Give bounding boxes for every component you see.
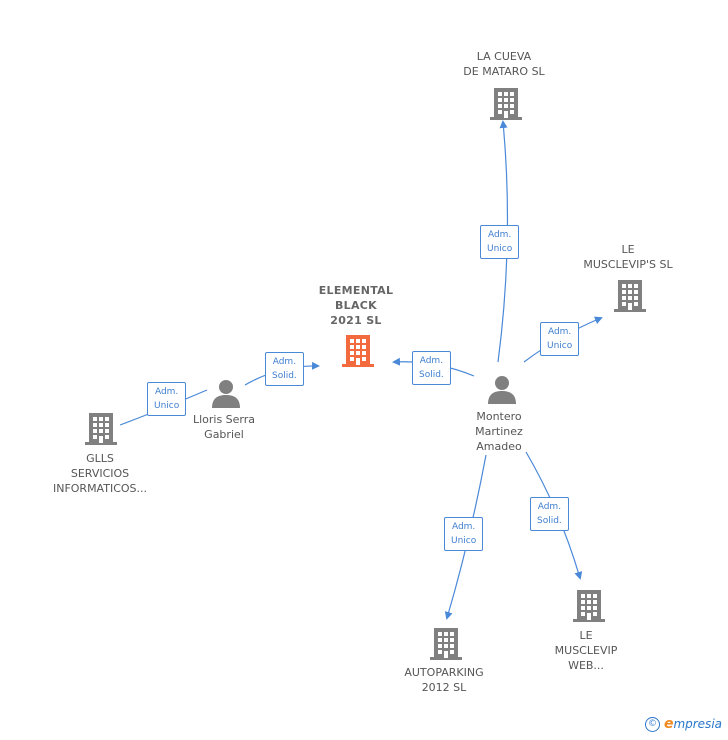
montero-label[interactable]: Montero Martinez Amadeo	[475, 410, 523, 453]
copyright-icon: ©	[644, 716, 660, 732]
edge-label-montero-elemental[interactable]: Adm. Solid.	[412, 351, 451, 385]
empresia-brand[interactable]: © empresia	[644, 716, 722, 732]
edge-label-lloris-glls[interactable]: Adm. Unico	[147, 382, 187, 416]
lloris-person-icon[interactable]	[212, 380, 240, 408]
glls-label[interactable]: GLLS SERVICIOS INFORMATICOS...	[52, 452, 148, 495]
le-musclevips-label[interactable]: LE MUSCLEVIP'S SL	[583, 243, 673, 271]
le-musclevips-building-icon[interactable]	[614, 280, 646, 312]
montero-person-icon[interactable]	[488, 376, 516, 404]
brand-logo: empresia	[663, 716, 722, 732]
edges	[119, 120, 603, 620]
elemental-label[interactable]: ELEMENTAL BLACK 2021 SL	[318, 284, 394, 327]
la-cueva-label[interactable]: LA CUEVA DE MATARO SL	[463, 50, 545, 78]
edge-label-montero-autoparking[interactable]: Adm. Unico	[444, 517, 484, 551]
le-musclevip-web-label[interactable]: LE MUSCLEVIP WEB...	[554, 629, 618, 672]
glls-building-icon[interactable]	[85, 413, 117, 445]
le-musclevip-web-building-icon[interactable]	[573, 590, 605, 622]
edge-label-lloris-elemental[interactable]: Adm. Solid.	[265, 352, 304, 386]
lloris-label[interactable]: Lloris Serra Gabriel	[192, 413, 256, 441]
elemental-building-icon[interactable]	[342, 335, 374, 367]
edge-label-montero-lacueva[interactable]: Adm. Unico	[480, 225, 520, 259]
edge-label-montero-lemusclevips[interactable]: Adm. Unico	[540, 322, 580, 356]
la-cueva-building-icon[interactable]	[490, 88, 522, 120]
edge-label-montero-lemusclevipweb[interactable]: Adm. Solid.	[530, 497, 569, 531]
autoparking-building-icon[interactable]	[430, 628, 462, 660]
autoparking-label[interactable]: AUTOPARKING 2012 SL	[404, 666, 484, 694]
